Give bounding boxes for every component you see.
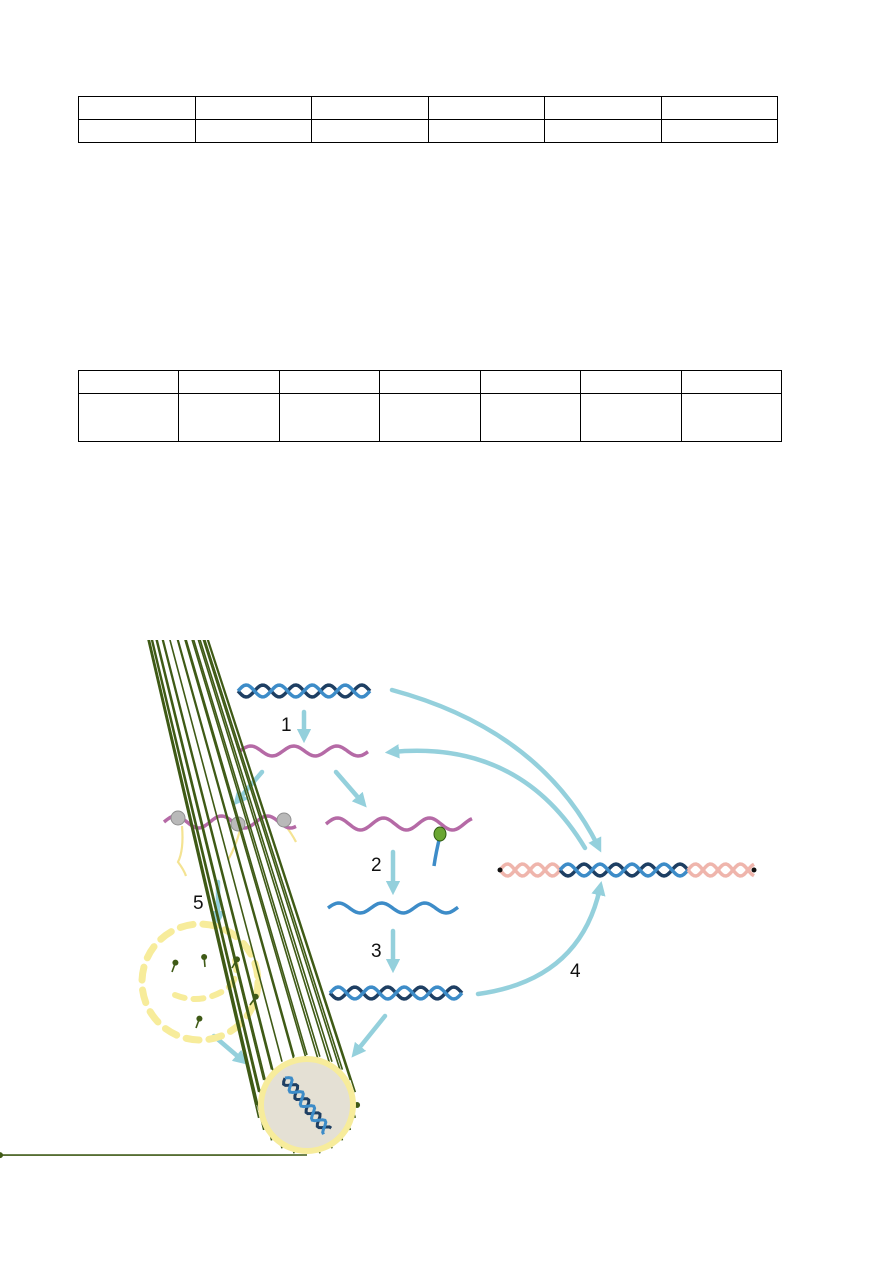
step-label-4: 4 [570, 961, 581, 982]
lipid-tail [156, 640, 283, 1149]
table-row [77, 370, 783, 394]
table-cell [544, 119, 662, 143]
table-cell [311, 119, 429, 143]
table-cell [580, 393, 682, 442]
table-cell [379, 370, 481, 394]
table-cell [77, 370, 180, 394]
lipid-tail [197, 640, 352, 1131]
ribosome-icon [276, 812, 292, 828]
table-cell [278, 393, 381, 442]
lipid-tail [176, 640, 321, 1154]
table-row [78, 119, 778, 143]
table-cell [660, 119, 778, 143]
arrow-step-4 [475, 880, 606, 997]
table-cell [680, 370, 783, 394]
lipid-head [172, 959, 179, 966]
lipid-tail [177, 640, 295, 1057]
lipid-tail [151, 640, 273, 1141]
arrow-top-dna-to-integrated [389, 687, 602, 853]
table-cell [194, 96, 312, 120]
table-cell [427, 96, 545, 120]
step-label-2: 2 [371, 855, 382, 876]
lipid-tail [185, 640, 308, 1056]
viral-rna [238, 744, 370, 758]
arrow-to-right-branch [333, 769, 367, 808]
table-cell [178, 393, 280, 442]
lipid-tail [202, 640, 357, 1119]
lipid-tail [207, 640, 357, 1093]
lipid-tail [148, 640, 258, 1106]
table-cell [78, 119, 196, 143]
table-cell [178, 370, 280, 394]
arrow-integrated-to-rna [384, 744, 588, 851]
ribosome-icon [170, 810, 186, 826]
lipid-tail [199, 640, 333, 1062]
table-row [78, 96, 778, 120]
table-cell [680, 393, 783, 442]
table-cell [660, 96, 778, 120]
integrated-provirus [498, 862, 755, 878]
table-top [78, 96, 778, 143]
table-row [77, 393, 783, 442]
table-cell [278, 370, 381, 394]
lipid-tail [155, 640, 265, 1081]
table-cell [194, 119, 312, 143]
lipid-tail [184, 640, 333, 1149]
lipid-head [196, 1015, 203, 1022]
lipid-head [201, 954, 208, 961]
step-label-1: 1 [281, 715, 292, 736]
table-cell [580, 370, 682, 394]
step-label-3: 3 [371, 941, 382, 962]
table-cell [78, 96, 196, 120]
lipid-head [0, 1152, 3, 1159]
lipid-tail [147, 640, 260, 1119]
table-middle [77, 370, 783, 442]
table-cell [544, 96, 662, 120]
lipid-tail [192, 640, 321, 1057]
table-cell [311, 96, 429, 120]
lipid-tail [204, 640, 344, 1070]
lipid-tail [169, 640, 283, 1062]
enzyme-icon [433, 826, 447, 842]
table-cell [379, 393, 481, 442]
lipid-tail [162, 640, 295, 1154]
viral-ssdna [326, 901, 460, 915]
table-cell [77, 393, 180, 442]
arrow-dsdna-to-virion [351, 1013, 388, 1058]
translation-complex [162, 810, 297, 877]
table-cell [479, 370, 582, 394]
lipid-tail [191, 640, 344, 1141]
lipid-tail [161, 640, 273, 1070]
table-cell [427, 119, 545, 143]
lipid-tail [206, 640, 352, 1081]
viral-dsdna-top [236, 683, 372, 699]
lipid-tail [150, 640, 260, 1093]
reverse-transcription-complex [324, 816, 473, 867]
viral-dsdna [328, 985, 464, 1001]
step-label-5: 5 [193, 893, 204, 914]
table-cell [479, 393, 582, 442]
viral-replication-diagram: 1 2 3 4 5 [0, 640, 757, 1159]
virion-icon [0, 640, 361, 1159]
